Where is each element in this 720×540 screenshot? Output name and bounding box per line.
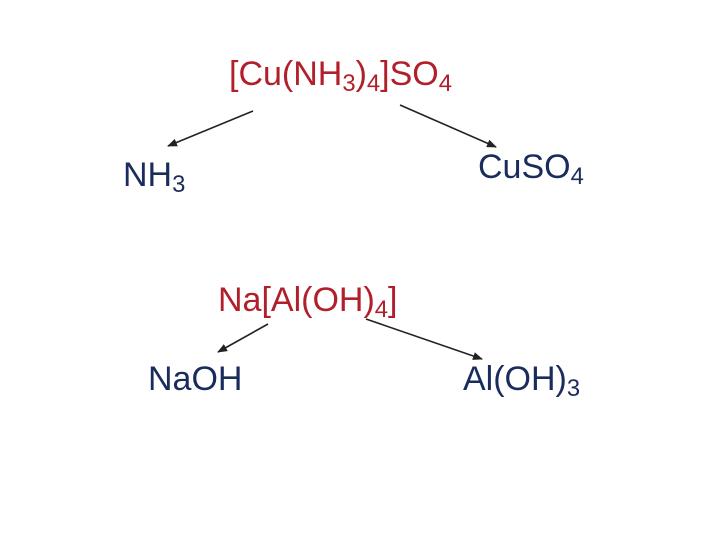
formula-sodium-tetrahydroxoaluminate: Na[Al(OH)4] bbox=[218, 281, 398, 323]
arrow-complex1-to-nh3 bbox=[167, 110, 254, 147]
arrow-complex1-to-cuso4 bbox=[399, 104, 497, 148]
arrow-complex2-to-naoh bbox=[217, 323, 269, 353]
formula-tetraammine-copper-sulfate: [Cu(NH3)4]SO4 bbox=[229, 55, 452, 97]
formula-ammonia: NH3 bbox=[123, 156, 186, 198]
formula-copper-sulfate: CuSO4 bbox=[478, 148, 584, 190]
formula-aluminum-hydroxide: Al(OH)3 bbox=[463, 360, 581, 402]
arrow-complex2-to-aloh3 bbox=[365, 318, 483, 360]
formula-sodium-hydroxide: NaOH bbox=[148, 360, 243, 398]
